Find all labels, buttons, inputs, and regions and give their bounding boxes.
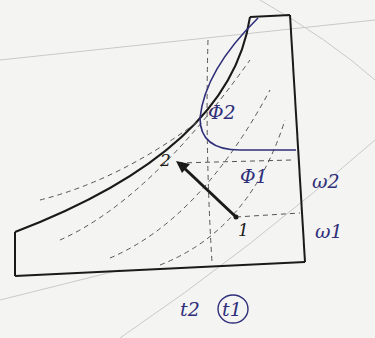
angle-label: Φ2 <box>208 103 236 122</box>
point-label: 1 <box>238 222 249 239</box>
blade-outline <box>15 15 305 276</box>
angle-arc <box>200 18 296 150</box>
width-label: ω1 <box>315 222 343 241</box>
angle-label: Φ1 <box>240 167 268 186</box>
pitch-label: t2 <box>180 300 200 319</box>
construction-lines <box>40 40 300 265</box>
pitch-label: t1 <box>222 300 242 319</box>
width-label: ω2 <box>312 172 340 191</box>
circle-mark <box>218 295 248 323</box>
flow-arrow <box>176 161 239 220</box>
point-label: 2 <box>160 152 171 169</box>
